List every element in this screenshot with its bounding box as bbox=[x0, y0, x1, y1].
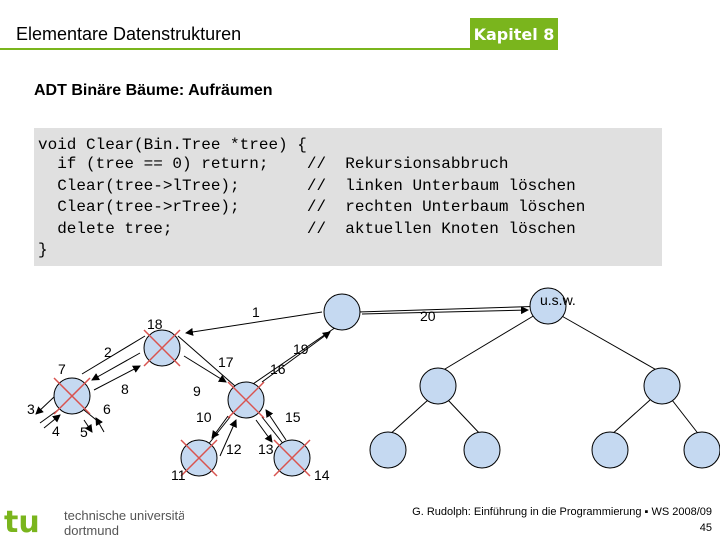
tree-node bbox=[419, 367, 457, 405]
step-label: 6 bbox=[103, 401, 111, 417]
code-line: } bbox=[38, 241, 48, 259]
code-block: void Clear(Bin.Tree *tree) { if (tree ==… bbox=[34, 128, 662, 266]
slide-subtitle: ADT Binäre Bäume: Aufräumen bbox=[34, 82, 273, 99]
header-divider bbox=[0, 48, 470, 50]
step-label: 5 bbox=[80, 424, 88, 440]
step-label: 2 bbox=[104, 344, 112, 360]
step-label: 1 bbox=[252, 304, 260, 320]
code-line: delete tree; // aktuellen Knoten löschen bbox=[38, 220, 576, 238]
code-line: Clear(tree->lTree); // linken Unterbaum … bbox=[38, 177, 576, 195]
tree-node bbox=[683, 431, 720, 469]
code-line: void Clear(Bin.Tree *tree) { bbox=[38, 136, 307, 154]
footer-info: G. Rudolph: Einführung in die Programmie… bbox=[412, 504, 712, 536]
tree-diagram: 1 2 3 4 5 6 7 8 9 10 11 12 13 14 15 16 1… bbox=[27, 287, 720, 483]
tree-node bbox=[529, 287, 567, 325]
step-label: 16 bbox=[270, 361, 286, 377]
usw-label: u.s.w. bbox=[540, 292, 576, 308]
chapter-badge: Kapitel 8 bbox=[470, 18, 558, 50]
logo-line-2: dortmund bbox=[64, 523, 119, 538]
header-title: Elementare Datenstrukturen bbox=[16, 24, 242, 44]
step-label: 14 bbox=[314, 467, 330, 483]
step-label: 3 bbox=[27, 401, 35, 417]
tree-node bbox=[323, 293, 361, 331]
svg-text:tu: tu bbox=[4, 505, 40, 538]
slide-header: Elementare Datenstrukturen bbox=[0, 18, 560, 50]
step-label: 10 bbox=[196, 409, 212, 425]
step-label: 7 bbox=[58, 361, 66, 377]
tree-node bbox=[463, 431, 501, 469]
tu-logo-icon: tu technische universität dortmund bbox=[4, 505, 189, 540]
step-label: 8 bbox=[121, 381, 129, 397]
step-label: 17 bbox=[218, 354, 234, 370]
step-label: 4 bbox=[52, 423, 60, 439]
code-line: if (tree == 0) return; // Rekursionsabbr… bbox=[38, 155, 509, 173]
page-number: 45 bbox=[699, 522, 712, 534]
step-label: 15 bbox=[285, 409, 301, 425]
code-line: Clear(tree->rTree); // rechten Unterbaum… bbox=[38, 198, 586, 216]
step-label: 9 bbox=[193, 383, 201, 399]
tree-node bbox=[643, 367, 681, 405]
logo-line-1: technische universität bbox=[64, 508, 184, 523]
tree-node bbox=[369, 431, 407, 469]
step-label: 12 bbox=[226, 441, 242, 457]
tree-node bbox=[591, 431, 629, 469]
step-label: 18 bbox=[147, 316, 163, 332]
university-logo: tu technische universität dortmund bbox=[4, 504, 189, 540]
course-info: G. Rudolph: Einführung in die Programmie… bbox=[412, 506, 712, 518]
chapter-label: Kapitel 8 bbox=[473, 25, 555, 44]
step-label: 20 bbox=[420, 308, 436, 324]
step-label: 11 bbox=[171, 467, 186, 483]
step-label: 19 bbox=[293, 341, 309, 357]
step-label: 13 bbox=[258, 441, 274, 457]
